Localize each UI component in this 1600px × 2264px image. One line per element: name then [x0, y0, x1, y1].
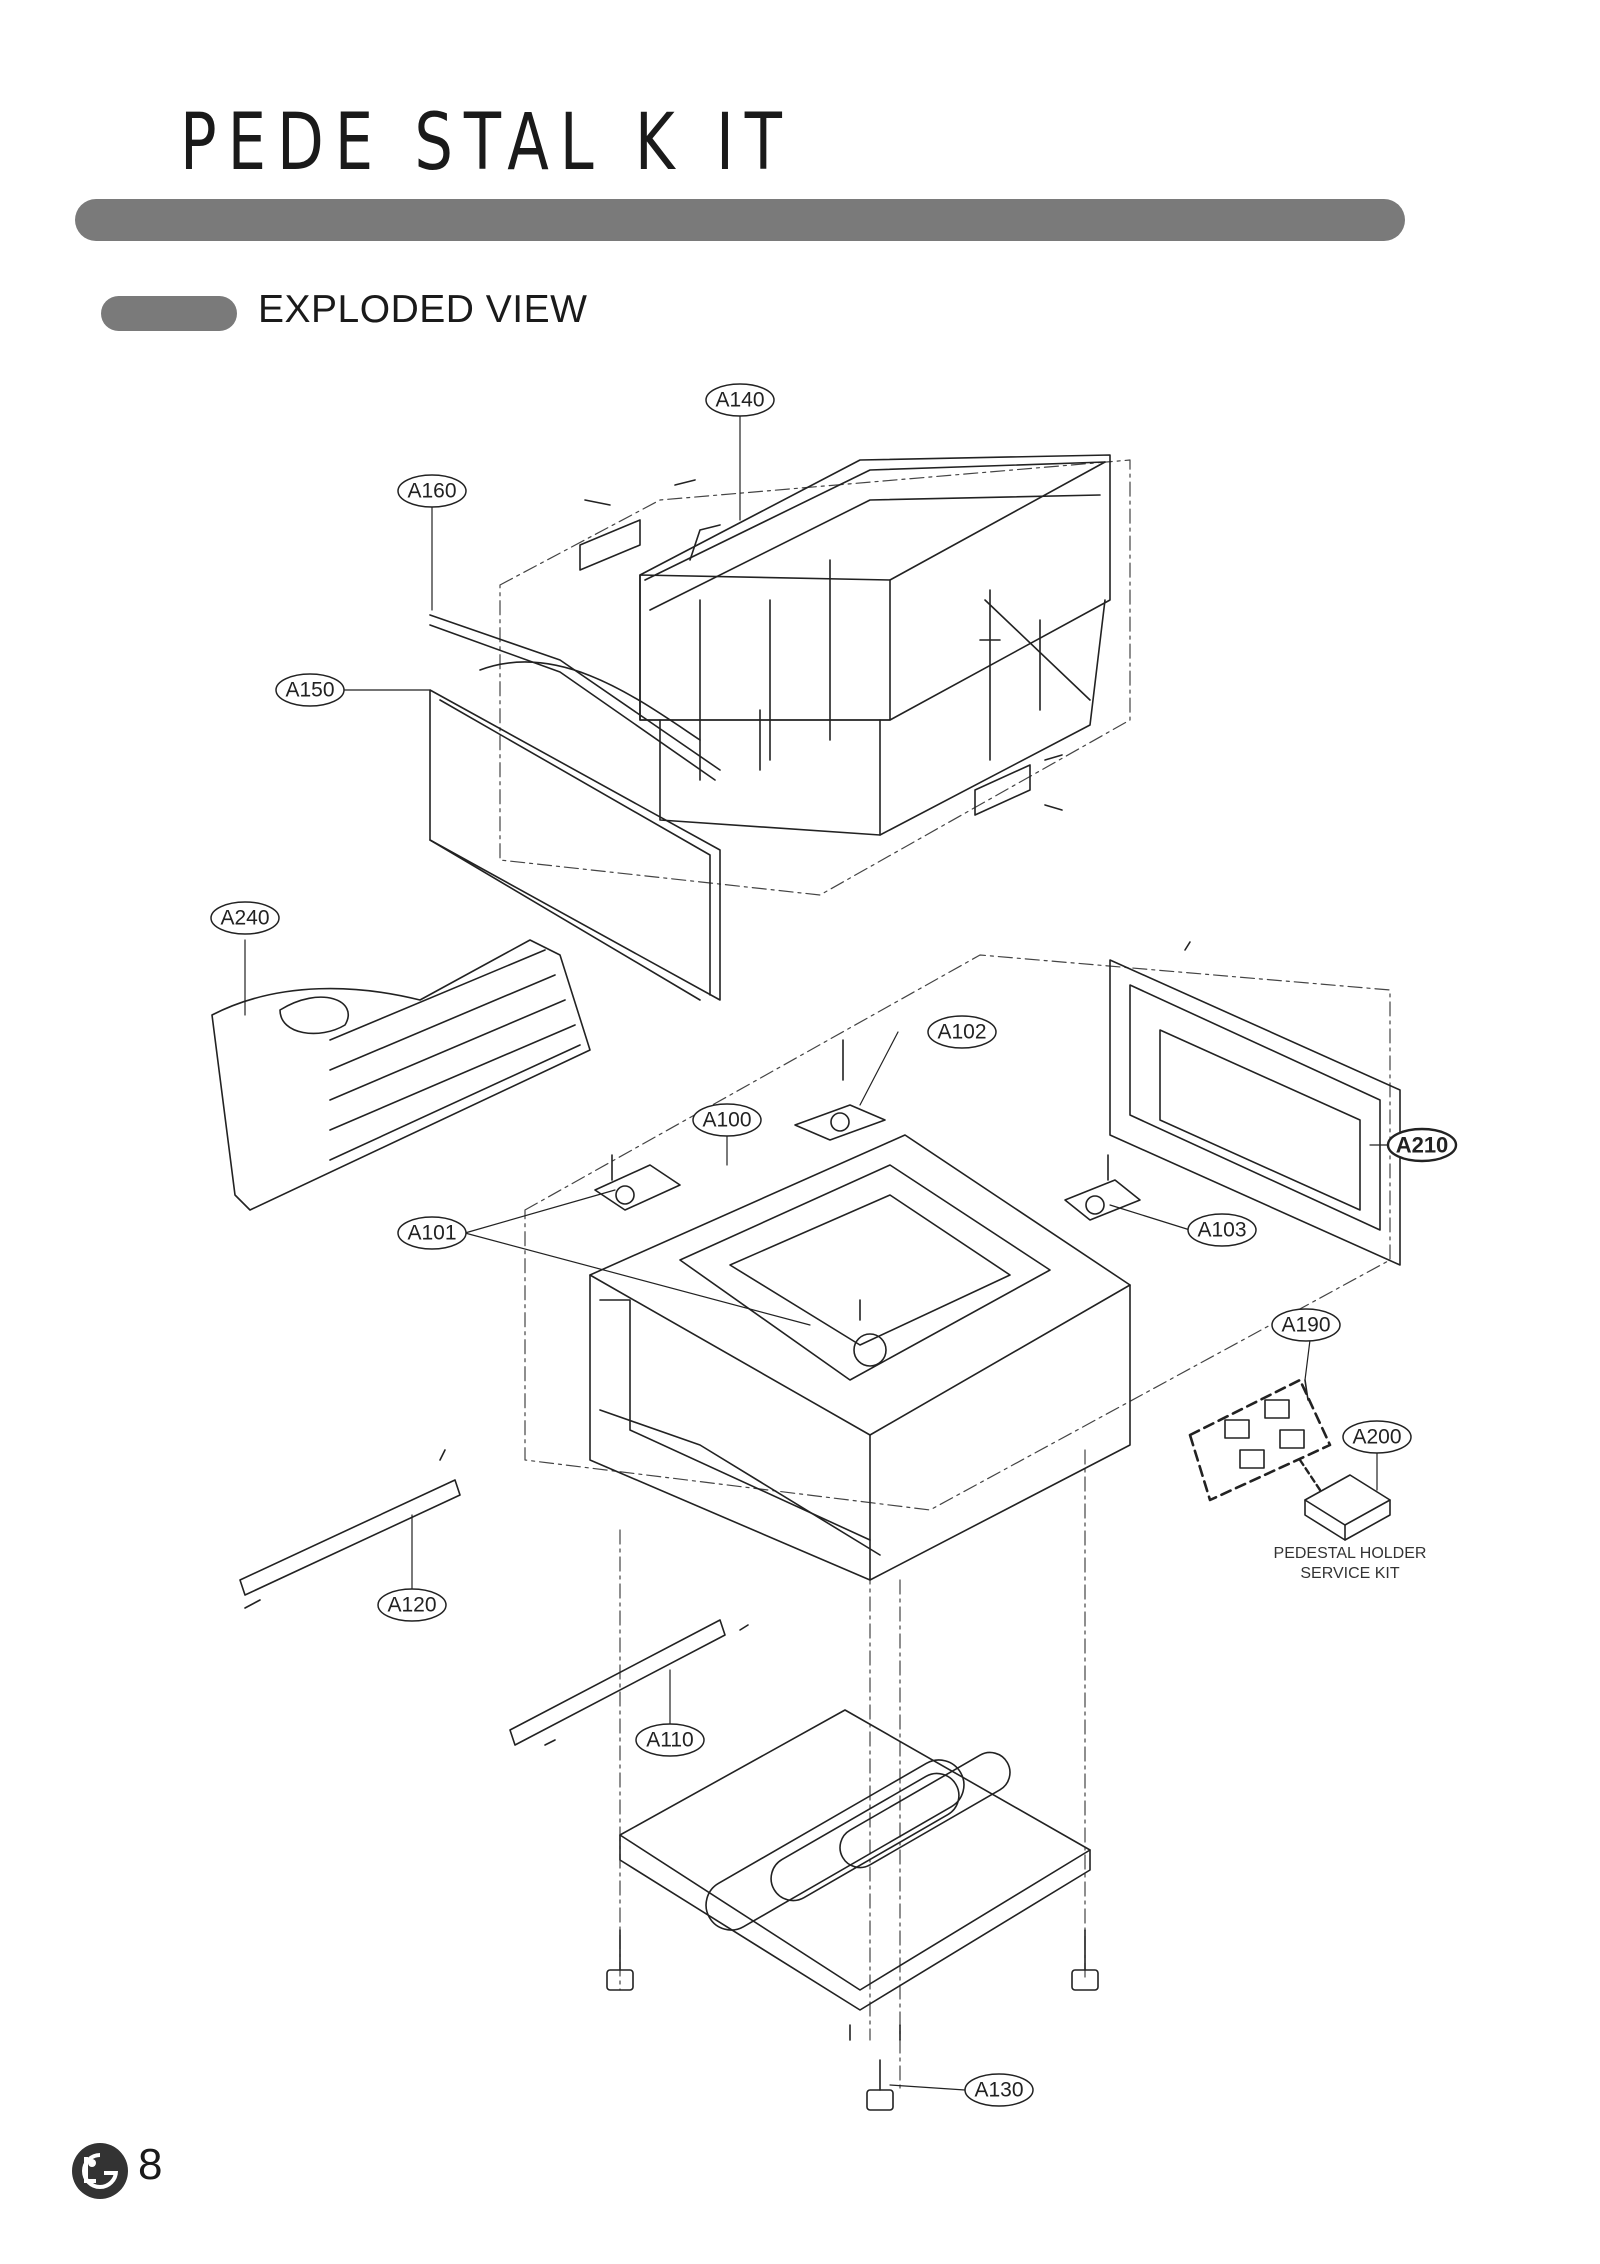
side-rail-right-part: [509, 1619, 749, 1746]
part-label-a100: A100: [702, 1109, 751, 1132]
label-oval-a140: [705, 383, 775, 417]
label-oval-a210: [1386, 1127, 1458, 1163]
back-panel-part: [1109, 941, 1401, 1266]
page-title: PEDE STAL K IT: [180, 98, 793, 188]
bracket-right-part: [974, 754, 1063, 816]
section-pill: [101, 296, 237, 331]
part-label-a240: A240: [220, 907, 269, 930]
leveling-foot-part: [606, 1929, 1099, 2111]
part-label-a101: A101: [407, 1222, 456, 1245]
part-label-a103: A103: [1197, 1219, 1246, 1242]
label-oval-a103: [1187, 1213, 1257, 1247]
drawer-bin-part: [639, 454, 1111, 836]
part-label-a210: A210: [1396, 1133, 1449, 1158]
label-oval-a190: [1271, 1308, 1341, 1342]
part-label-a102: A102: [937, 1021, 986, 1044]
part-label-a200: A200: [1352, 1426, 1401, 1449]
title-bar: [75, 199, 1405, 241]
page-number: 8: [138, 2140, 163, 2189]
label-oval-a150: [275, 673, 345, 707]
lg-logo-icon: [72, 2143, 128, 2199]
kit-caption-line2: SERVICE KIT: [1300, 1565, 1400, 1582]
side-rail-left-part: [239, 1449, 461, 1609]
part-label-a190: A190: [1281, 1314, 1330, 1337]
label-oval-a101: [397, 1216, 467, 1250]
part-label-a110: A110: [646, 1729, 694, 1752]
leader-lines: [244, 412, 1389, 2091]
pedestal-frame-part: [589, 1134, 1131, 1581]
handle-rail-part: [429, 614, 721, 781]
front-cover-part: [211, 939, 591, 1211]
label-oval-a102: [927, 1015, 997, 1049]
part-label-a140: A140: [715, 389, 764, 412]
label-oval-a240: [210, 901, 280, 935]
label-oval-a100: [692, 1103, 762, 1137]
holder-kit-part: [1188, 1378, 1391, 1541]
front-panel-part: [429, 689, 721, 1001]
base-plate-part: [619, 1709, 1091, 2011]
label-oval-a200: [1342, 1420, 1412, 1454]
assembly-guide-lines: [499, 459, 1391, 2091]
label-oval-a120: [377, 1588, 447, 1622]
part-label-a120: A120: [387, 1594, 436, 1617]
part-label-a160: A160: [407, 480, 456, 503]
label-oval-a110: [635, 1723, 705, 1757]
bracket-left-part: [579, 479, 696, 571]
label-oval-a130: [964, 2073, 1034, 2107]
part-label-a150: A150: [285, 679, 334, 702]
part-label-a130: A130: [974, 2079, 1023, 2102]
section-title: EXPLODED VIEW: [258, 288, 588, 331]
label-oval-a160: [397, 474, 467, 508]
holder-bracket-part: [594, 1039, 1141, 1321]
kit-caption-line1: PEDESTAL HOLDER: [1274, 1545, 1427, 1562]
